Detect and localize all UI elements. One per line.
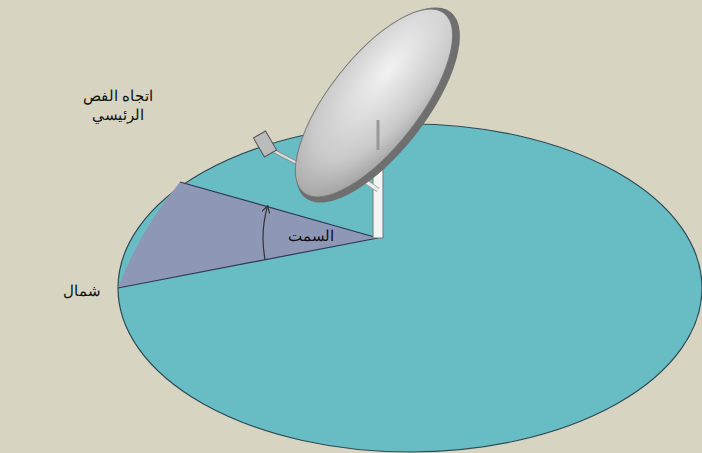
north-line — [118, 238, 378, 288]
azimuth-arc — [263, 207, 267, 260]
annotation-label: شمال — [47, 282, 117, 301]
annotation-label: اتجاه الفص الرئيسي — [59, 87, 177, 125]
dish-rim — [268, 0, 489, 228]
ground-disc — [118, 124, 702, 452]
dish-reflector — [268, 0, 479, 221]
annotation-label: السمت — [276, 227, 346, 246]
lnb-feed — [253, 131, 276, 157]
mount-pole-top — [377, 120, 380, 150]
